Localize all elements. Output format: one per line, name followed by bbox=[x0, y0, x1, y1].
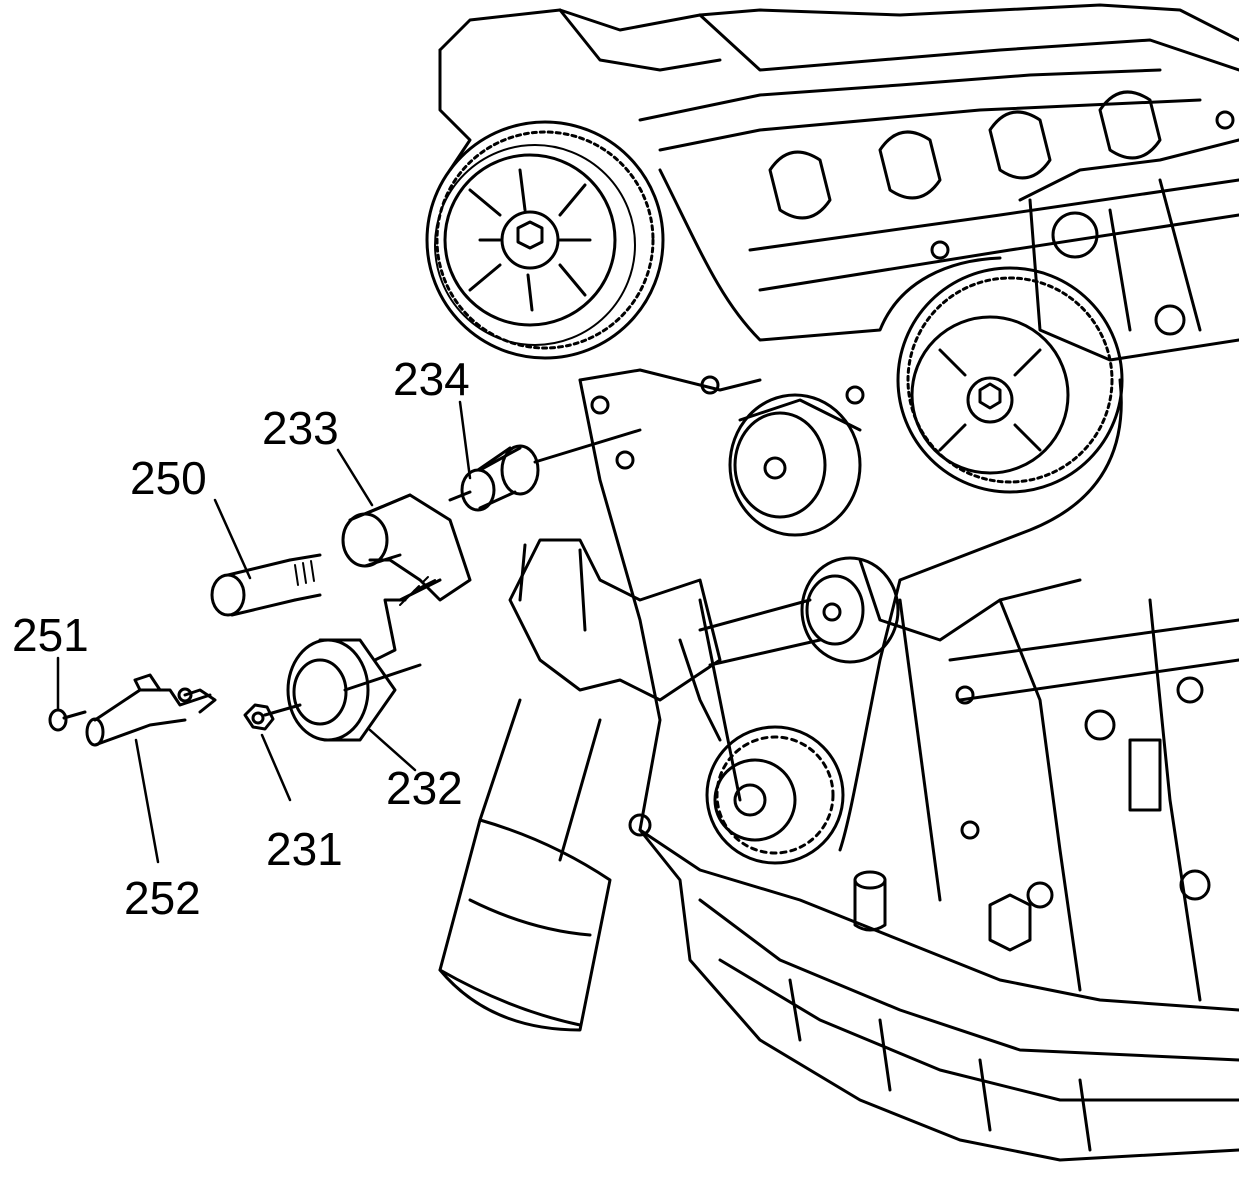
engine-block bbox=[438, 3, 1239, 1162]
crankshaft-sprocket bbox=[705, 725, 845, 865]
leader-234 bbox=[458, 400, 472, 480]
bolt-250 bbox=[210, 553, 322, 617]
callout-233: 233 bbox=[262, 402, 339, 454]
callout-252: 252 bbox=[124, 872, 201, 924]
callout-leaders bbox=[56, 400, 472, 864]
leader-232 bbox=[368, 728, 417, 772]
timing-belt bbox=[658, 168, 1123, 852]
upper-idler-pulley bbox=[728, 393, 862, 537]
tensioner-bracket-233 bbox=[341, 493, 472, 606]
bolt-251 bbox=[48, 708, 87, 732]
leader-252 bbox=[134, 738, 160, 864]
alignment-line-232 bbox=[343, 663, 422, 692]
alignment-line-234 bbox=[533, 428, 642, 464]
tensioner-pulley-232 bbox=[286, 598, 407, 742]
alignment-line-233 bbox=[448, 490, 472, 502]
oil-filter bbox=[438, 538, 722, 1032]
leader-233 bbox=[336, 448, 374, 507]
nut-231 bbox=[243, 703, 275, 731]
right-camshaft-sprocket bbox=[896, 266, 1124, 494]
leader-250 bbox=[213, 498, 252, 580]
callout-250: 250 bbox=[130, 452, 207, 504]
callout-231: 231 bbox=[266, 823, 343, 875]
callout-232: 232 bbox=[386, 762, 463, 814]
callout-234: 234 bbox=[393, 353, 470, 405]
callout-251: 251 bbox=[12, 609, 89, 661]
lower-idler-pulley bbox=[698, 556, 900, 667]
leader-231 bbox=[260, 733, 292, 802]
sensor-252 bbox=[85, 673, 217, 747]
left-camshaft-sprocket bbox=[425, 120, 665, 360]
spacer-234 bbox=[460, 444, 540, 512]
